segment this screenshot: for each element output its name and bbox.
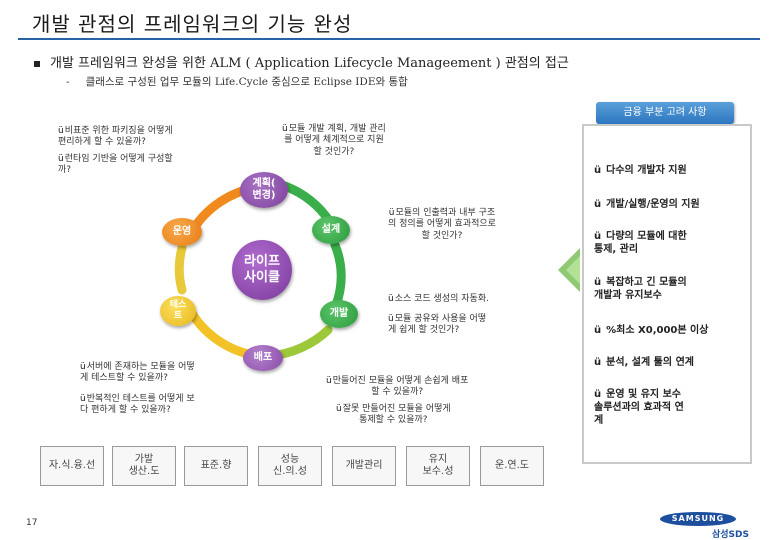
bottom-box-1: 자.식.융.선 [40, 446, 104, 486]
check-icon: ü [594, 277, 602, 288]
node-deploy: 배포 [243, 345, 283, 371]
note-server-test-text: 서버에 존재하는 모듈을 어떻 게 테스트할 수 있을까? [80, 362, 195, 384]
bottom-box-6: 유지 보수.성 [406, 446, 470, 486]
bottom-box-3: 표준.향 [184, 446, 248, 486]
finance-considerations-button[interactable]: 금융 부분 고려 사항 [596, 102, 734, 124]
note-server-test: ü서버에 존재하는 모듈을 어떻 게 테스트할 수 있을까? [80, 362, 195, 385]
node-design-label: 설계 [321, 224, 341, 235]
check-icon: ü [282, 124, 288, 134]
note-dev-plan: ü모듈 개발 계획, 개발 관리 를 어떻게 체계적으로 지원 할 것인가? [282, 124, 386, 158]
node-deploy-label: 배포 [253, 352, 273, 363]
samsung-sds-label: 삼성SDS [712, 530, 749, 540]
page-number: 17 [26, 518, 38, 528]
check-icon: ü [58, 154, 64, 164]
note-codegen: ü소스 코드 생성의 자동화. [388, 294, 489, 305]
note-packaging-text: 비표준 위한 파키징을 어떻게 편리하게 할 수 있을까? [58, 126, 173, 148]
bottom-box-5: 개발관리 [332, 446, 396, 486]
note-repeat-test-text: 반복적인 테스트를 어떻게 보 다 편하게 할 수 있을까? [80, 394, 195, 416]
check-icon: ü [388, 314, 394, 324]
panel-item-2-text: 개발/실행/운영의 지원 [606, 199, 700, 210]
dash-bullet: - [66, 76, 70, 88]
panel-item-1: ü 다수의 개발자 지원 [594, 164, 687, 177]
panel-item-6-text: 분석, 설계 툴의 연계 [606, 357, 694, 368]
node-develop: 개발 [320, 300, 358, 328]
node-test-label: 테스 트 [169, 300, 187, 321]
node-plan-label: 계획( 변경) [252, 178, 276, 201]
panel-item-7-text: 운영 및 유지 보수 솔루션과의 효과적 연 계 [594, 389, 684, 426]
samsung-logo: SAMSUNG [660, 512, 736, 526]
slide-title: 개발 관점의 프레임워크의 기능 완성 [32, 12, 353, 36]
ring-arc-green-right [330, 240, 346, 310]
panel-item-6: ü 분석, 설계 툴의 연계 [594, 356, 694, 369]
title-divider [18, 38, 760, 40]
node-plan: 계획( 변경) [240, 172, 288, 208]
note-runtime-text: 런타임 기반을 어떻게 구성할 까? [58, 154, 173, 176]
note-sharing-text: 모듈 공유와 사용을 어떻 게 쉽게 할 것인가? [388, 314, 487, 336]
check-icon: ü [388, 294, 394, 304]
note-deploy: ü만들어진 모듈을 어떻게 손쉽게 배포 할 수 있을까? [326, 376, 468, 399]
check-icon: ü [594, 389, 602, 400]
note-dev-plan-text: 모듈 개발 계획, 개발 관리 를 어떻게 체계적으로 지원 할 것인가? [284, 124, 386, 157]
cycle-center-label: 라이프 사이클 [244, 254, 280, 285]
note-codegen-text: 소스 코드 생성의 자동화. [394, 294, 489, 304]
check-icon: ü [594, 325, 602, 336]
check-icon: ü [594, 231, 602, 242]
panel-item-1-text: 다수의 개발자 지원 [606, 165, 687, 176]
ring-arc-yellow-left [174, 243, 187, 295]
note-module-io-text: 모듈의 인출력과 내부 구조 의 정의를 어떻게 효과적으로 할 것인가? [388, 208, 496, 241]
check-icon: ü [80, 362, 86, 372]
note-deploy-text: 만들어진 모듈을 어떻게 손쉽게 배포 할 수 있을까? [332, 376, 469, 398]
note-packaging: ü비표준 위한 파키징을 어떻게 편리하게 할 수 있을까? [58, 126, 173, 149]
note-sharing: ü모듈 공유와 사용을 어떻 게 쉽게 할 것인가? [388, 314, 486, 337]
check-icon: ü [80, 394, 86, 404]
square-bullet-icon [34, 60, 40, 67]
check-icon: ü [58, 126, 64, 136]
panel-item-2: ü 개발/실행/운영의 지원 [594, 198, 700, 211]
left-arrow-icon [558, 248, 580, 292]
note-repeat-test: ü반복적인 테스트를 어떻게 보 다 편하게 할 수 있을까? [80, 394, 195, 417]
check-icon: ü [336, 404, 342, 414]
panel-item-5-text: %최소 X0,000본 이상 [606, 325, 709, 336]
panel-item-4-text: 복잡하고 긴 모듈의 개발과 유지보수 [594, 277, 687, 301]
note-control: ü잘못 만들어진 모듈을 어떻게 통제할 수 있을까? [336, 404, 451, 427]
ring-arc-yellow-bottom [185, 305, 253, 359]
node-develop-label: 개발 [329, 308, 349, 319]
node-design: 설계 [312, 216, 350, 244]
note-control-text: 잘못 만들어진 모듈을 어떻게 통제할 수 있을까? [342, 404, 451, 426]
check-icon: ü [594, 165, 602, 176]
main-bullet: 개발 프레임워크 완성을 위한 ALM ( Application Lifecy… [34, 52, 569, 71]
bottom-box-4: 성능 신.의.성 [258, 446, 322, 486]
panel-item-5: ü %최소 X0,000본 이상 [594, 324, 708, 337]
node-test: 테스 트 [160, 296, 196, 326]
panel-item-3-text: 다량의 모듈에 대한 통제, 관리 [594, 231, 687, 255]
bottom-box-7: 운.연.도 [480, 446, 544, 486]
note-module-io: ü모듈의 인출력과 내부 구조 의 정의를 어떻게 효과적으로 할 것인가? [388, 208, 496, 242]
node-operate: 운영 [162, 218, 202, 246]
check-icon: ü [594, 199, 602, 210]
sub-bullet: - 클래스로 구성된 업무 모듈의 Life.Cycle 중심으로 Eclipse… [66, 74, 408, 89]
cycle-center: 라이프 사이클 [232, 240, 292, 300]
check-icon: ü [388, 208, 395, 218]
sub-bullet-text: 클래스로 구성된 업무 모듈의 Life.Cycle 중심으로 Eclipse … [85, 76, 408, 88]
note-runtime: ü런타임 기반을 어떻게 구성할 까? [58, 154, 173, 177]
check-icon: ü [326, 376, 332, 386]
check-icon: ü [594, 357, 602, 368]
main-bullet-text: 개발 프레임워크 완성을 위한 ALM ( Application Lifecy… [50, 56, 569, 71]
bottom-box-2: 가발 생산.도 [112, 446, 176, 486]
node-operate-label: 운영 [172, 226, 192, 237]
